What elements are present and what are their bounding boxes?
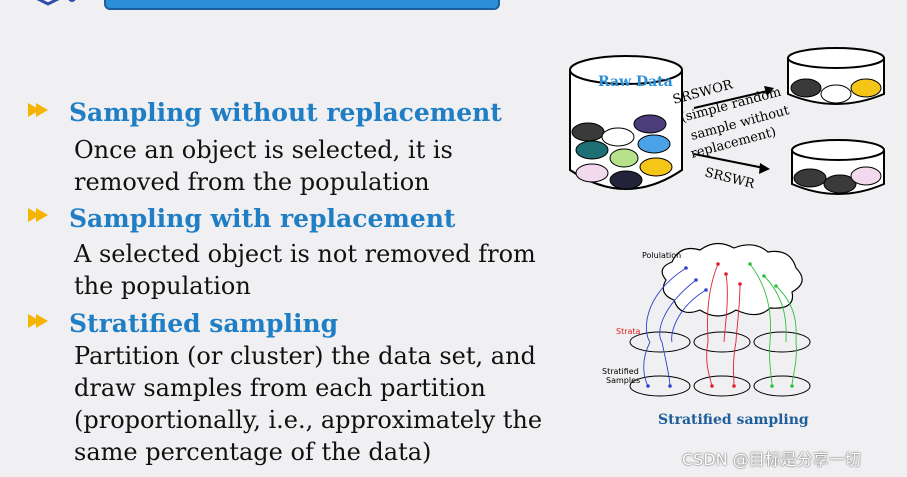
- stratified-samples-label-2: Samples: [606, 376, 640, 385]
- heading-sampling-with-replacement: Sampling with replacement: [69, 204, 456, 233]
- srswor-arrow: [693, 86, 774, 109]
- stratified-sampling-caption: Stratified sampling: [658, 412, 809, 428]
- raw-data-label: Raw Data: [598, 74, 673, 90]
- srswr-arrow: [693, 153, 770, 174]
- sample-jar-with-replacement: [791, 139, 885, 195]
- csdn-watermark: CSDN @目标是分享一切: [682, 450, 861, 469]
- random-sampling-figure: Raw Data SRSWOR (simple random sample wi…: [569, 47, 885, 195]
- srswr-label: SRSWR: [703, 165, 757, 192]
- heading-stratified-sampling: Stratified sampling: [69, 309, 339, 338]
- title-bar-decoration: [104, 0, 500, 10]
- bullet-arrow-icon: [28, 103, 48, 117]
- stratified-sampling-figure: Polulation Strata Stratified Samples: [602, 242, 811, 397]
- text-without-replacement: Once an object is selected, it is remove…: [74, 136, 453, 196]
- population-cloud: [661, 242, 803, 317]
- population-label: Polulation: [642, 251, 681, 260]
- heading-sampling-without-replacement: Sampling without replacement: [69, 98, 502, 127]
- text-stratified: Partition (or cluster) the data set, and…: [74, 342, 543, 466]
- strata-ellipses: [629, 331, 811, 397]
- logo-icon: [36, 0, 76, 6]
- raw-data-jar: Raw Data: [569, 55, 683, 190]
- strata-connection-lines: [643, 263, 797, 387]
- bullet-arrow-icon: [28, 208, 48, 222]
- bullet-arrow-icon: [28, 314, 48, 328]
- text-with-replacement: A selected object is not removed from th…: [74, 240, 536, 300]
- sample-jar-without-replacement: [787, 47, 885, 105]
- stratified-samples-label-1: Stratified: [602, 367, 639, 376]
- sample-points: [646, 262, 794, 388]
- strata-label: Strata: [616, 327, 641, 336]
